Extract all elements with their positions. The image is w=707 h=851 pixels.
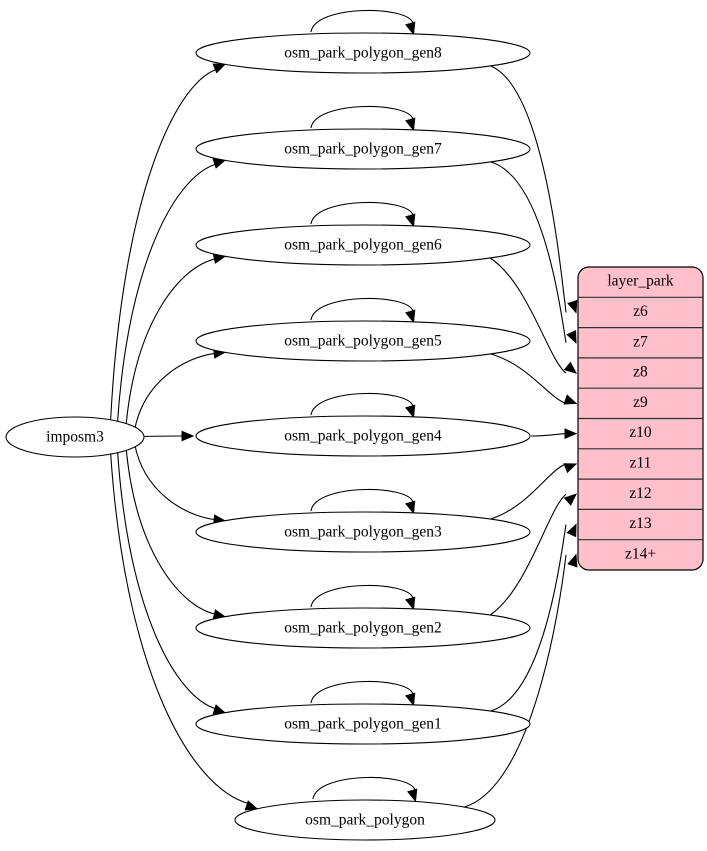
self-loop-arrowhead — [407, 788, 418, 803]
edge-osm_park_polygon_gen6-to-z8 — [489, 257, 567, 374]
table-row-z6[interactable]: z6 — [633, 303, 648, 320]
edge-arrowhead — [563, 493, 577, 506]
self-loop-arrowhead — [405, 213, 416, 228]
edge-arrowhead — [212, 63, 227, 74]
edge-osm_park_polygon_gen3-to-z11 — [489, 463, 567, 520]
node-osm_park_polygon_gen1[interactable]: osm_park_polygon_gen1 — [195, 680, 531, 745]
osm_park_polygon_gen1-ellipse — [195, 703, 531, 745]
table-row-z13[interactable]: z13 — [629, 515, 652, 532]
osm_park_polygon_gen5-label: osm_park_polygon_gen5 — [284, 333, 442, 350]
self-loop-arrowhead — [405, 309, 416, 324]
edge-arrowhead — [564, 428, 578, 440]
edge-imposm3-to-osm_park_polygon — [110, 453, 249, 805]
osm_park_polygon_gen5-ellipse — [195, 320, 531, 362]
node-osm_park_polygon[interactable]: osm_park_polygon — [234, 776, 496, 841]
edge-arrowhead — [567, 299, 578, 314]
self-loop-edge — [310, 680, 414, 704]
self-loop-arrowhead — [405, 500, 416, 515]
edge-arrowhead — [567, 553, 578, 568]
self-loop-arrowhead — [405, 404, 416, 419]
self-loop-edge — [310, 584, 414, 608]
osm_park_polygon_gen4-ellipse — [195, 415, 531, 457]
edge-imposm3-to-osm_park_polygon_gen1 — [117, 451, 217, 710]
self-loop-edge — [310, 201, 414, 225]
imposm3-label: imposm3 — [46, 429, 104, 446]
edge-imposm3-to-osm_park_polygon_gen7 — [116, 163, 217, 423]
osm_park_polygon_gen7-label: osm_park_polygon_gen7 — [284, 141, 442, 158]
table-row-z11[interactable]: z11 — [630, 455, 652, 472]
edge-arrowhead — [181, 430, 195, 442]
osm_park_polygon_gen8-ellipse — [195, 32, 531, 74]
self-loop-edge — [310, 392, 414, 416]
edge-osm_park_polygon_gen8-to-z6 — [489, 65, 567, 313]
osm_park_polygon_gen3-ellipse — [195, 511, 531, 553]
generalization-nodes: osm_park_polygon_gen8 osm_park_polygon_ge… — [195, 9, 531, 841]
edge-osm_park_polygon_gen1-to-z13 — [489, 524, 567, 712]
edge-arrowhead — [566, 523, 577, 538]
layer-park-table-header: layer_park — [607, 273, 674, 290]
node-osm_park_polygon_gen7[interactable]: osm_park_polygon_gen7 — [195, 105, 531, 170]
osm_park_polygon_gen7-ellipse — [195, 128, 531, 170]
osm_park_polygon_gen3-label: osm_park_polygon_gen3 — [284, 524, 442, 541]
edge-arrowhead — [563, 394, 578, 405]
osm_park_polygon_gen4-label: osm_park_polygon_gen4 — [284, 428, 442, 445]
table-row-z12[interactable]: z12 — [629, 485, 651, 502]
osm_park_polygon_gen1-label: osm_park_polygon_gen1 — [284, 716, 442, 733]
edge-osm_park_polygon_gen5-to-z9 — [489, 353, 567, 404]
node-osm_park_polygon_gen2[interactable]: osm_park_polygon_gen2 — [195, 584, 531, 649]
layer-park-table-rows: z6 z7 z8 z9 z10 z11 z12 z13 z14+ — [625, 303, 656, 562]
edge-imposm3-to-osm_park_polygon_gen4 — [138, 435, 185, 438]
edge-imposm3-to-osm_park_polygon_gen3 — [134, 443, 217, 521]
osm_park_polygon-label: osm_park_polygon — [305, 812, 425, 829]
edge-imposm3-to-osm_park_polygon_gen6 — [125, 258, 217, 426]
edge-osm_park_polygon_gen2-to-z12 — [489, 493, 567, 616]
table-row-z14plus[interactable]: z14+ — [625, 545, 656, 562]
self-loop-edge — [310, 9, 414, 33]
osm_park_polygon_gen6-ellipse — [195, 224, 531, 266]
self-loop-edge — [310, 105, 414, 129]
osm_park_polygon_gen2-ellipse — [195, 607, 531, 649]
edge-imposm3-to-osm_park_polygon_gen2 — [125, 448, 217, 615]
self-loop-arrowhead — [405, 596, 416, 611]
self-loop-edge — [310, 488, 414, 512]
edge-arrowhead — [563, 361, 577, 374]
imposm3-ellipse — [5, 416, 145, 458]
self-loop-arrowhead — [405, 692, 416, 707]
edge-osm_park_polygon-to-z14plus — [463, 554, 567, 808]
node-osm_park_polygon_gen8[interactable]: osm_park_polygon_gen8 — [195, 9, 531, 74]
table-row-z9[interactable]: z9 — [633, 394, 648, 411]
edge-arrowhead — [563, 463, 578, 474]
edge-imposm3-to-osm_park_polygon_gen8 — [110, 68, 217, 421]
edge-osm_park_polygon_gen4-to-z10 — [530, 433, 567, 437]
node-osm_park_polygon_gen6[interactable]: osm_park_polygon_gen6 — [195, 201, 531, 266]
table-row-z8[interactable]: z8 — [633, 364, 648, 381]
self-loop-edge — [310, 297, 414, 321]
table-row-z10[interactable]: z10 — [629, 424, 652, 441]
node-imposm3[interactable]: imposm3 — [5, 416, 145, 458]
osm_park_polygon_gen6-label: osm_park_polygon_gen6 — [284, 237, 442, 254]
osm_park_polygon_gen8-label: osm_park_polygon_gen8 — [284, 45, 442, 62]
edges-to-layer-table — [463, 65, 578, 808]
node-osm_park_polygon_gen3[interactable]: osm_park_polygon_gen3 — [195, 488, 531, 553]
edge-arrowhead — [244, 800, 259, 811]
osm_park_polygon-ellipse — [234, 799, 496, 841]
self-loop-arrowhead — [405, 21, 416, 36]
layer-park-table-dividers — [578, 296, 703, 541]
osm_park_polygon_gen2-label: osm_park_polygon_gen2 — [284, 620, 442, 637]
edges-from-imposm3 — [110, 63, 259, 811]
node-osm_park_polygon_gen5[interactable]: osm_park_polygon_gen5 — [195, 297, 531, 362]
layer-park-table[interactable]: layer_park z6 z7 z8 z9 z10 z11 z12 z13 z14+ — [577, 266, 704, 571]
self-loop-arrowhead — [405, 117, 416, 132]
self-loop-edge — [312, 776, 416, 800]
edge-osm_park_polygon_gen7-to-z7 — [489, 161, 567, 343]
edge-imposm3-to-osm_park_polygon_gen5 — [134, 352, 217, 431]
edge-arrowhead — [566, 330, 577, 344]
table-row-z7[interactable]: z7 — [633, 333, 648, 350]
node-osm_park_polygon_gen4[interactable]: osm_park_polygon_gen4 — [195, 392, 531, 457]
